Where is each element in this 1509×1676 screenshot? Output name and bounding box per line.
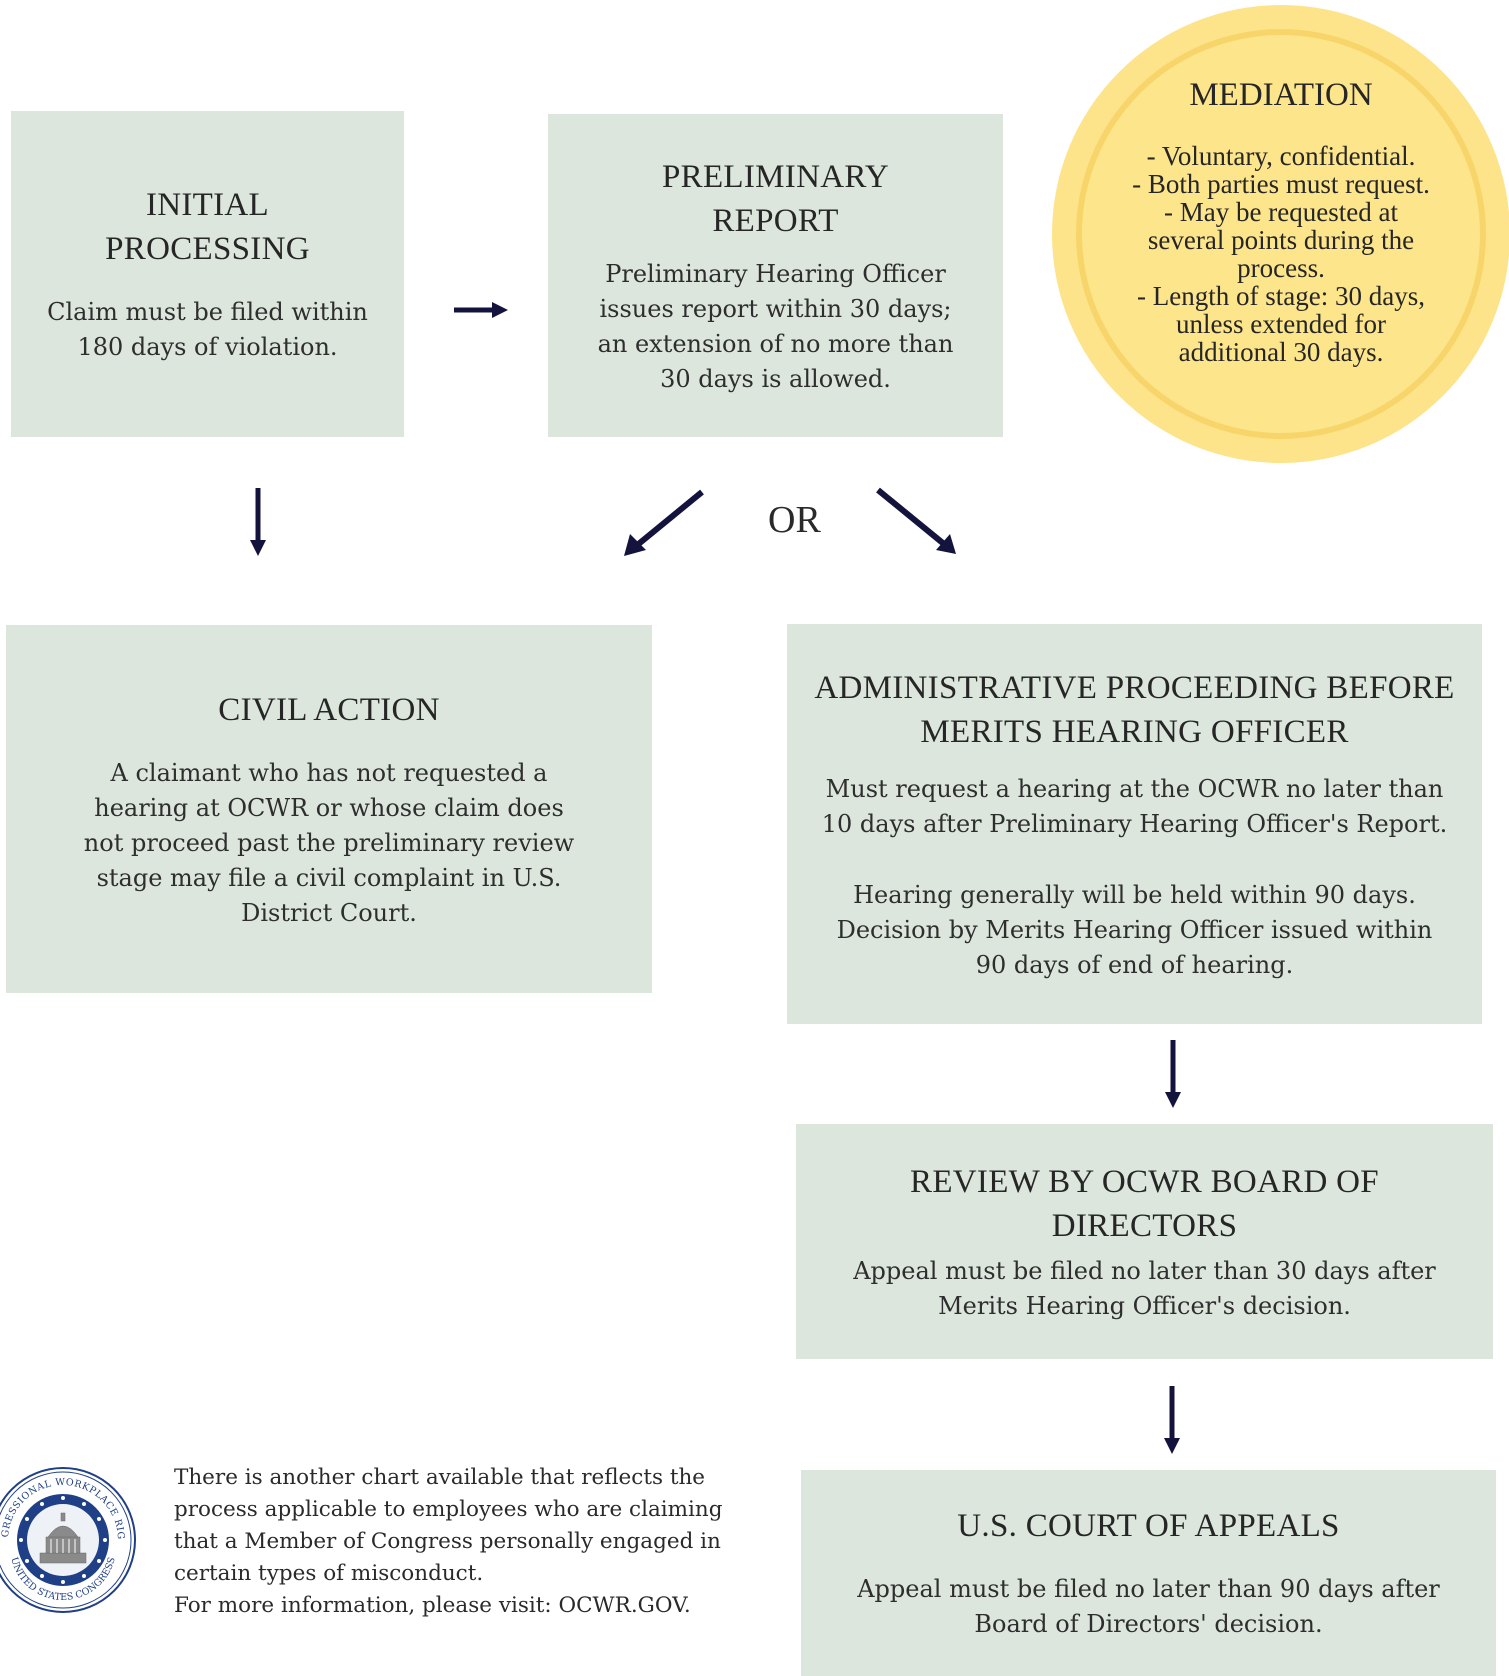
- mediation-line: - Length of stage: 30 days,: [1137, 281, 1425, 311]
- mediation-inner-disc: [1082, 35, 1480, 433]
- admin-para2-line: Decision by Merits Hearing Officer issue…: [836, 915, 1433, 944]
- court-of-appeals-title: U.S. COURT OF APPEALS: [957, 1508, 1340, 1544]
- mediation-line: - Both parties must request.: [1132, 169, 1430, 199]
- initial-body-line: 180 days of violation.: [77, 333, 338, 361]
- administrative-proceeding-title: ADMINISTRATIVE PROCEEDING BEFORE MERITS …: [814, 666, 1454, 754]
- preliminary-body-line: an extension of no more than: [597, 329, 954, 358]
- admin-title-line-2: MERITS HEARING OFFICER: [920, 713, 1349, 750]
- mediation-line: unless extended for: [1176, 309, 1386, 339]
- initial-body-line: Claim must be filed within: [47, 298, 368, 326]
- preliminary-title-line-2: REPORT: [712, 202, 839, 239]
- admin-para1-line: Must request a hearing at the OCWR no la…: [825, 774, 1444, 803]
- arrow-down-icon: [1165, 1040, 1181, 1108]
- civil-body-line: A claimant who has not requested a: [110, 758, 548, 787]
- court-body-line: Board of Directors' decision.: [974, 1610, 1323, 1638]
- civil-action-title: CIVIL ACTION: [218, 691, 440, 728]
- footer-line: process applicable to employees who are …: [174, 1497, 723, 1522]
- admin-para1-line: 10 days after Preliminary Hearing Office…: [821, 809, 1448, 838]
- footer-line: certain types of misconduct.: [174, 1561, 484, 1586]
- board-review-description: Appeal must be filed no later than 30 da…: [853, 1254, 1436, 1324]
- board-review-box: REVIEW BY OCWR BOARD OF DIRECTORS Appeal…: [796, 1124, 1493, 1359]
- arrow-down-icon: [250, 488, 266, 556]
- civil-body-line: not proceed past the preliminary review: [83, 828, 575, 857]
- mediation-description: - Voluntary, confidential. - Both partie…: [1082, 142, 1480, 366]
- arrow-down-right-icon: [876, 487, 956, 554]
- admin-para2-line: Hearing generally will be held within 90…: [853, 880, 1416, 909]
- footer-line: For more information, please visit: OCWR…: [174, 1593, 691, 1618]
- court-of-appeals-description: Appeal must be filed no later than 90 da…: [857, 1572, 1440, 1642]
- footer-line: There is another chart available that re…: [174, 1465, 706, 1490]
- initial-processing-title: INITIAL PROCESSING: [105, 183, 310, 271]
- preliminary-title-line-1: PRELIMINARY: [662, 158, 889, 195]
- preliminary-body-line: Preliminary Hearing Officer: [605, 259, 946, 288]
- admin-para2-line: 90 days of end of hearing.: [975, 950, 1294, 979]
- footer-note: There is another chart available that re…: [174, 1462, 734, 1622]
- civil-action-box: CIVIL ACTION A claimant who has not requ…: [6, 625, 652, 993]
- mediation-title: MEDIATION: [1189, 77, 1373, 113]
- preliminary-report-description: Preliminary Hearing Officer issues repor…: [598, 257, 954, 397]
- court-of-appeals-box: U.S. COURT OF APPEALS Appeal must be fil…: [801, 1470, 1496, 1676]
- initial-processing-description: Claim must be filed within 180 days of v…: [47, 295, 368, 365]
- preliminary-body-line: 30 days is allowed.: [660, 364, 891, 393]
- review-body-line: Merits Hearing Officer's decision.: [938, 1291, 1351, 1320]
- mediation-line: - May be requested at: [1164, 197, 1398, 227]
- civil-body-line: stage may file a civil complaint in U.S.: [96, 863, 562, 892]
- ocwr-seal-logo: CONGRESSIONAL WORKPLACE RIGHTS UNITED ST…: [0, 1465, 136, 1613]
- court-body-line: Appeal must be filed no later than 90 da…: [857, 1575, 1440, 1603]
- arrow-down-left-icon: [624, 489, 704, 556]
- administrative-proceeding-box: ADMINISTRATIVE PROCEEDING BEFORE MERITS …: [787, 624, 1482, 1024]
- mediation-line: additional 30 days.: [1178, 337, 1384, 367]
- mediation-circle: MEDIATION - Voluntary, confidential. - B…: [1052, 5, 1509, 463]
- arrow-down-icon: [1164, 1386, 1180, 1454]
- mediation-line: - Voluntary, confidential.: [1146, 141, 1416, 171]
- administrative-proceeding-request: Must request a hearing at the OCWR no la…: [822, 772, 1447, 842]
- initial-title-line-1: INITIAL: [145, 187, 270, 223]
- initial-processing-box: INITIAL PROCESSING Claim must be filed w…: [11, 111, 404, 437]
- footer-line: that a Member of Congress personally eng…: [174, 1529, 721, 1554]
- admin-title-line-1: ADMINISTRATIVE PROCEEDING BEFORE: [814, 669, 1455, 706]
- or-label: OR: [768, 499, 821, 541]
- administrative-proceeding-timing: Hearing generally will be held within 90…: [837, 878, 1433, 983]
- mediation-line: process.: [1237, 253, 1325, 283]
- civil-body-line: District Court.: [241, 898, 417, 927]
- civil-body-line: hearing at OCWR or whose claim does: [94, 793, 564, 822]
- civil-action-description: A claimant who has not requested a heari…: [84, 756, 574, 931]
- preliminary-report-box: PRELIMINARY REPORT Preliminary Hearing O…: [548, 114, 1003, 437]
- arrow-right-icon: [454, 302, 508, 318]
- preliminary-body-line: issues report within 30 days;: [599, 294, 952, 323]
- preliminary-report-title: PRELIMINARY REPORT: [662, 155, 889, 243]
- initial-title-line-2: PROCESSING: [105, 231, 310, 267]
- board-review-title: REVIEW BY OCWR BOARD OF DIRECTORS: [910, 1163, 1379, 1244]
- mediation-line: several points during the: [1147, 225, 1415, 255]
- review-body-line: Appeal must be filed no later than 30 da…: [853, 1256, 1436, 1285]
